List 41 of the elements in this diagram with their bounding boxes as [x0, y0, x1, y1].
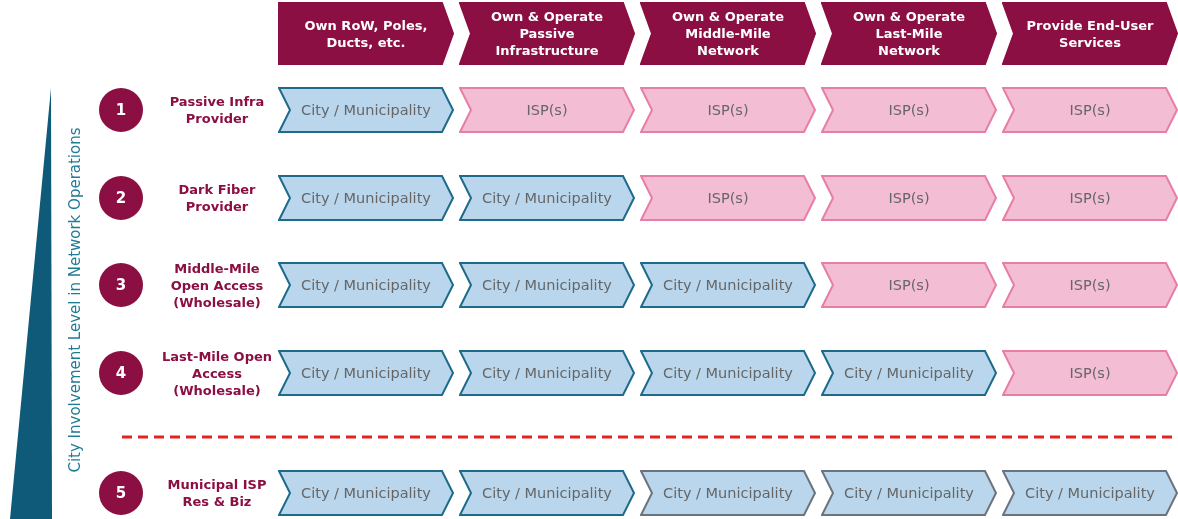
role-box: City / Municipality — [640, 470, 816, 516]
role-box: ISP(s) — [640, 87, 816, 133]
role-box: ISP(s) — [821, 87, 997, 133]
number-circle: 3 — [99, 263, 143, 307]
role-box: ISP(s) — [1002, 175, 1178, 221]
role-box: ISP(s) — [1002, 87, 1178, 133]
role-box: ISP(s) — [640, 175, 816, 221]
row-label: Passive Infra Provider — [168, 93, 266, 127]
header-banner: Provide End-User Services — [1002, 2, 1178, 65]
role-box: City / Municipality — [1002, 470, 1178, 516]
header-banner: Own RoW, Poles, Ducts, etc. — [278, 2, 454, 65]
header-banner: Own & Operate Middle-Mile Network — [640, 2, 816, 65]
role-box: City / Municipality — [278, 262, 454, 308]
role-box: City / Municipality — [821, 350, 997, 396]
row-label: Municipal ISP Res & Biz — [166, 476, 268, 510]
role-box: City / Municipality — [459, 262, 635, 308]
role-box: ISP(s) — [821, 262, 997, 308]
role-box: ISP(s) — [1002, 350, 1178, 396]
role-box: City / Municipality — [640, 262, 816, 308]
header-banner: Own & Operate Last-Mile Network — [821, 2, 997, 65]
number-circle: 2 — [99, 176, 143, 220]
role-box: ISP(s) — [459, 87, 635, 133]
row-label: Dark Fiber Provider — [177, 181, 257, 215]
header-banner: Own & Operate Passive Infrastructure — [459, 2, 635, 65]
role-box: City / Municipality — [278, 350, 454, 396]
role-box: City / Municipality — [278, 175, 454, 221]
row-label: Middle-Mile Open Access (Wholesale) — [169, 259, 265, 311]
axis-title: City Involvement Level in Network Operations — [66, 127, 84, 473]
number-circle: 4 — [99, 351, 143, 395]
role-box: City / Municipality — [278, 470, 454, 516]
number-circle: 5 — [99, 471, 143, 515]
role-box: City / Municipality — [459, 350, 635, 396]
role-box: City / Municipality — [459, 175, 635, 221]
role-box: City / Municipality — [459, 470, 635, 516]
role-box: City / Municipality — [640, 350, 816, 396]
row-label: Last-Mile Open Access (Wholesale) — [161, 347, 273, 399]
role-box: City / Municipality — [821, 470, 997, 516]
number-circle: 1 — [99, 88, 143, 132]
role-box: ISP(s) — [1002, 262, 1178, 308]
role-box: ISP(s) — [821, 175, 997, 221]
role-box: City / Municipality — [278, 87, 454, 133]
